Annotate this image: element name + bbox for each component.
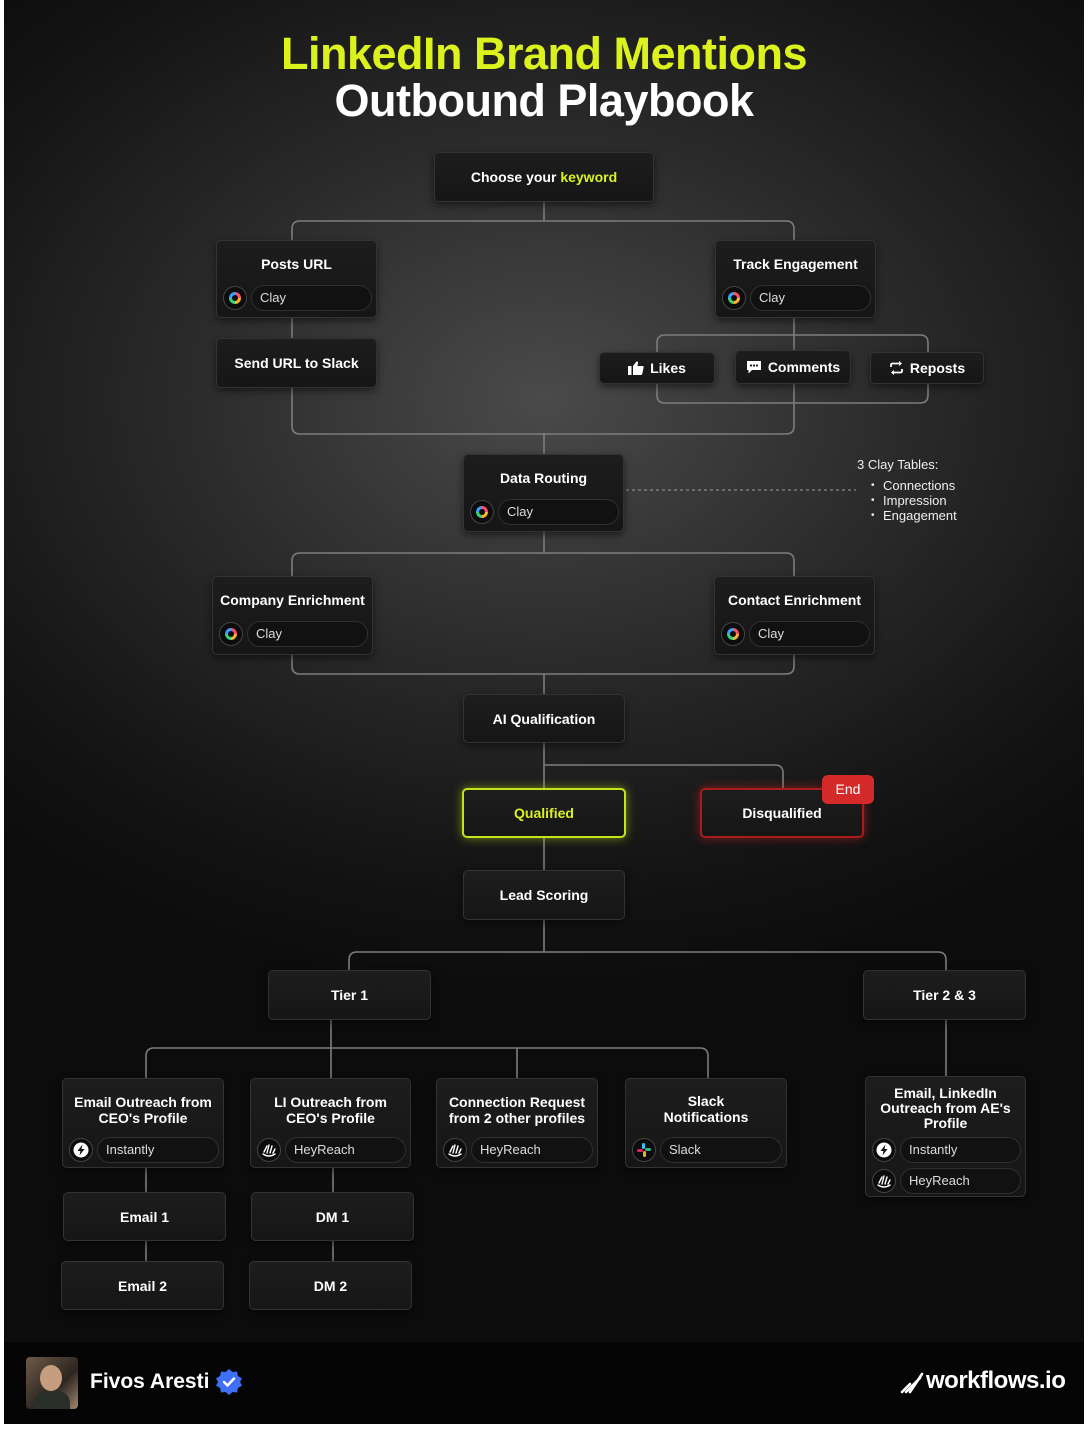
note-item: Connections <box>871 478 957 493</box>
repost-icon <box>889 361 903 375</box>
slack-icon <box>632 1138 656 1162</box>
contact-enrichment-label: Contact Enrichment <box>727 592 861 608</box>
end-badge: End <box>822 775 874 804</box>
ai-qualification-node[interactable]: AI Qualification <box>463 694 625 743</box>
track-engagement-node[interactable]: Track Engagement Clay <box>715 240 876 318</box>
clay-icon <box>721 622 745 646</box>
data-routing-label: Data Routing <box>499 470 588 486</box>
instantly-tool-chip: Instantly <box>69 1137 219 1163</box>
author-name[interactable]: Fivos Aresti <box>90 1370 210 1393</box>
track-engagement-label: Track Engagement <box>733 256 858 272</box>
heyreach-tool-chip: HeyReach <box>257 1137 406 1163</box>
note-item: Engagement <box>871 508 957 523</box>
clay-icon <box>722 286 746 310</box>
slack-tool-chip: Slack <box>632 1137 782 1163</box>
choose-keyword-node[interactable]: Choose your keyword <box>434 152 654 202</box>
clay-tool-chip: Clay <box>223 285 372 311</box>
posts-url-node[interactable]: Posts URL Clay <box>216 240 377 318</box>
workflows-logo-icon <box>900 1372 924 1394</box>
clay-icon <box>219 622 243 646</box>
title-line-1: LinkedIn Brand Mentions <box>280 28 808 79</box>
clay-tool-chip: Clay <box>721 621 870 647</box>
posts-url-label: Posts URL <box>261 256 332 272</box>
heyreach-tool-chip: HeyReach <box>443 1137 593 1163</box>
clay-icon <box>223 286 247 310</box>
heyreach-icon <box>443 1138 467 1162</box>
note-list: Connections Impression Engagement <box>857 478 957 523</box>
company-enrichment-label: Company Enrichment <box>220 592 365 608</box>
brand-wordmark[interactable]: workflows.io <box>926 1367 1066 1394</box>
contact-enrichment-node[interactable]: Contact Enrichment Clay <box>714 576 875 655</box>
tier-1-node[interactable]: Tier 1 <box>268 970 431 1020</box>
verified-badge-icon <box>216 1369 242 1395</box>
tier-2-3-node[interactable]: Tier 2 & 3 <box>863 970 1026 1020</box>
email-2-node[interactable]: Email 2 <box>61 1261 224 1310</box>
company-enrichment-node[interactable]: Company Enrichment Clay <box>212 576 373 655</box>
instantly-icon <box>69 1138 93 1162</box>
heyreach-icon <box>257 1138 281 1162</box>
email-1-node[interactable]: Email 1 <box>63 1192 226 1241</box>
note-title: 3 Clay Tables: <box>857 457 939 472</box>
dm-2-node[interactable]: DM 2 <box>249 1261 412 1310</box>
dm-1-node[interactable]: DM 1 <box>251 1192 414 1241</box>
instantly-tool-chip: Instantly <box>872 1137 1021 1163</box>
send-url-slack-node[interactable]: Send URL to Slack <box>216 338 377 388</box>
thumbs-up-icon <box>628 361 644 375</box>
playbook-canvas: LinkedIn Brand Mentions Outbound Playboo… <box>4 0 1084 1424</box>
comment-icon <box>746 361 761 374</box>
likes-node[interactable]: Likes <box>599 352 715 384</box>
clay-tool-chip: Clay <box>470 499 619 525</box>
instantly-icon <box>872 1138 896 1162</box>
heyreach-icon <box>872 1169 896 1193</box>
clay-tool-chip: Clay <box>219 621 368 647</box>
clay-tables-note: 3 Clay Tables: Connections Impression En… <box>857 457 957 523</box>
lead-scoring-node[interactable]: Lead Scoring <box>463 870 625 920</box>
note-item: Impression <box>871 493 957 508</box>
connector-lines <box>145 202 947 1261</box>
choose-keyword-label: Choose your keyword <box>470 169 618 185</box>
footer-bar: Fivos Aresti workflows.io <box>4 1342 1084 1424</box>
disqualified-node[interactable]: Disqualified <box>700 788 864 838</box>
title-line-2: Outbound Playbook <box>334 75 754 126</box>
clay-tool-chip: Clay <box>722 285 871 311</box>
heyreach-tool-chip: HeyReach <box>872 1168 1021 1194</box>
comments-node[interactable]: Comments <box>735 350 851 384</box>
reposts-node[interactable]: Reposts <box>870 352 984 384</box>
data-routing-node[interactable]: Data Routing Clay <box>463 454 624 532</box>
clay-icon <box>470 500 494 524</box>
avatar[interactable] <box>26 1357 78 1409</box>
qualified-node[interactable]: Qualified <box>462 788 626 838</box>
